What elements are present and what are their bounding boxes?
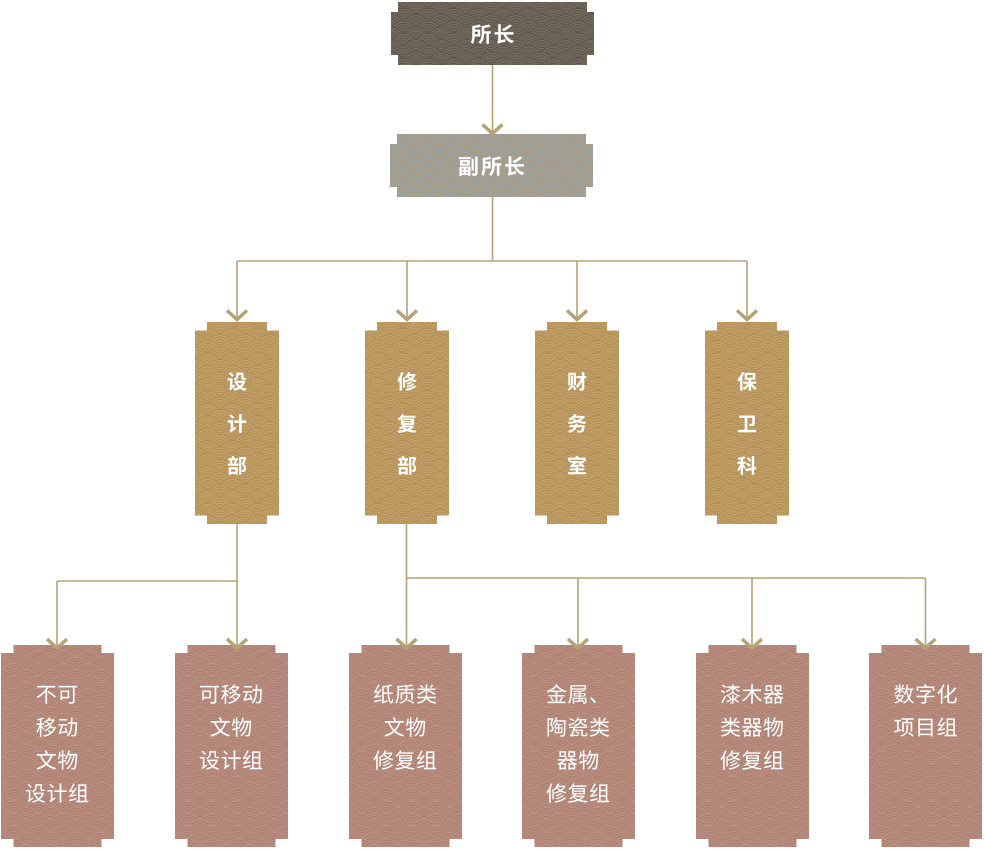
plaque-shape-design: [195, 322, 279, 524]
org-node-security: 保卫科: [705, 322, 789, 524]
plaque-shape-deputy: [390, 134, 593, 197]
label-char: 设: [227, 366, 247, 395]
plaque-shape-restoration: [365, 322, 449, 524]
label-line: 可移动: [199, 678, 264, 709]
label-line: 设计组: [25, 777, 90, 808]
label-char: 复: [397, 408, 417, 437]
label-line: 修复组: [546, 777, 611, 808]
org-node-label: 不可移动文物设计组: [1, 645, 114, 847]
label-line: 项目组: [893, 711, 958, 742]
plaque-shape-g1: [0, 645, 114, 847]
org-node-g6: 数字化项目组: [869, 645, 982, 847]
label-line: 漆木器: [720, 678, 785, 709]
org-node-g5: 漆木器类器物修复组: [695, 645, 809, 847]
plaque-shape-g4: [521, 645, 635, 847]
org-node-label: 修复部: [365, 322, 449, 524]
label-line: 器物: [556, 744, 600, 775]
org-node-finance: 财务室: [535, 322, 619, 524]
org-node-g4: 金属、陶瓷类器物修复组: [521, 645, 635, 847]
label-line: 文物: [383, 711, 427, 742]
label-line: 金属、: [546, 678, 611, 709]
org-node-director: 所长: [391, 2, 594, 65]
label-char: 财: [567, 366, 587, 395]
plaque-shape-g2: [174, 645, 288, 847]
label-char: 室: [567, 450, 587, 479]
plaque-shape-g6: [869, 645, 982, 847]
label-line: 纸质类: [373, 678, 438, 709]
label-line: 类器物: [720, 711, 785, 742]
org-node-label: 数字化项目组: [869, 645, 982, 847]
label-line: 设计组: [199, 744, 264, 775]
plaque-shape-director: [391, 2, 594, 65]
label-line: 陶瓷类: [546, 711, 611, 742]
arrowheads: [45, 123, 937, 651]
org-node-design: 设计部: [195, 322, 279, 524]
org-node-label: 所长: [470, 18, 517, 49]
label-line: 移动: [35, 711, 79, 742]
org-node-label: 可移动文物设计组: [175, 645, 288, 847]
org-node-g2: 可移动文物设计组: [174, 645, 288, 847]
label-char: 务: [567, 408, 587, 437]
org-node-g3: 纸质类文物修复组: [348, 645, 462, 847]
label-char: 计: [227, 408, 247, 437]
org-node-label: 漆木器类器物修复组: [696, 645, 809, 847]
label-line: 文物: [209, 711, 253, 742]
org-node-label: 副所长: [458, 150, 527, 181]
connector-group: [45, 65, 937, 651]
plaque-shape-g3: [348, 645, 462, 847]
label-line: 不可: [35, 678, 79, 709]
org-node-label: 财务室: [535, 322, 619, 524]
label-line: 修复组: [720, 744, 785, 775]
label-char: 部: [397, 450, 417, 479]
org-node-label: 纸质类文物修复组: [349, 645, 462, 847]
plaque-shape-g5: [695, 645, 809, 847]
org-node-label: 设计部: [195, 322, 279, 524]
org-node-label: 保卫科: [705, 322, 789, 524]
label-line: 数字化: [893, 678, 958, 709]
org-node-deputy: 副所长: [390, 134, 593, 197]
plaque-shape-finance: [535, 322, 619, 524]
plaque-shape-security: [705, 322, 789, 524]
label-char: 修: [397, 366, 417, 395]
label-char: 保: [737, 366, 757, 395]
label-char: 部: [227, 450, 247, 479]
label-char: 卫: [737, 408, 757, 437]
label-line: 文物: [35, 744, 79, 775]
org-node-label: 金属、陶瓷类器物修复组: [522, 645, 635, 847]
org-node-g1: 不可移动文物设计组: [0, 645, 114, 847]
org-node-restoration: 修复部: [365, 322, 449, 524]
label-line: 修复组: [373, 744, 438, 775]
label-char: 科: [737, 450, 757, 479]
